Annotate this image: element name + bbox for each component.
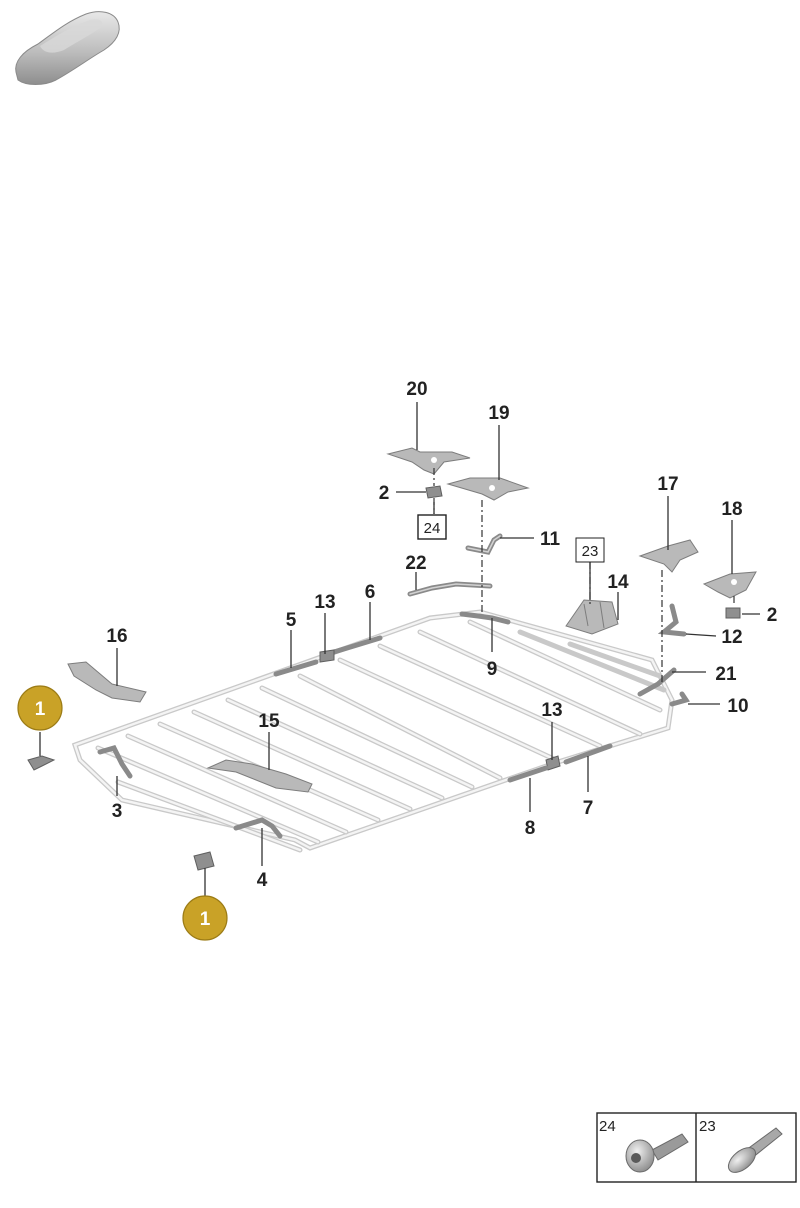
callout-13-upper: 13 [314, 592, 335, 613]
callout-18: 18 [721, 499, 742, 520]
fastener-legend: 24 23 [596, 1112, 797, 1183]
callout-8: 8 [525, 818, 536, 839]
tube-8 [507, 765, 549, 783]
connector-13-upper [319, 649, 335, 663]
flat-head-screw-icon [727, 1127, 783, 1173]
tube-5 [273, 659, 319, 677]
bracket-18 [702, 571, 757, 599]
tube-6 [331, 635, 383, 655]
bracket-14 [565, 599, 619, 635]
badge-1-top-label: 1 [35, 699, 46, 720]
ref-box-23 [575, 537, 605, 563]
badge-1-top: 1 [17, 685, 63, 731]
clip-2-upper [425, 485, 443, 499]
bracket-19 [446, 477, 530, 501]
callout-13-lower: 13 [541, 700, 562, 721]
callout-11: 11 [540, 529, 561, 550]
bracket-17 [638, 539, 699, 573]
panel-16 [67, 661, 147, 703]
callout-10: 10 [727, 696, 748, 717]
ref-24: 24 [424, 520, 441, 537]
callout-2-lower: 2 [767, 605, 778, 626]
callout-7: 7 [583, 798, 594, 819]
pipe-10 [669, 691, 690, 707]
pipe-21 [637, 667, 677, 697]
pipe-12 [657, 603, 687, 637]
pipe-9 [459, 611, 511, 625]
callout-20: 20 [406, 379, 427, 400]
badge-1-bottom-label: 1 [200, 909, 211, 930]
ref-23: 23 [582, 543, 599, 560]
callout-5: 5 [286, 610, 297, 631]
callout-9: 9 [487, 659, 498, 680]
callout-21: 21 [715, 664, 737, 685]
ref-box-24 [417, 514, 447, 540]
legend-label-24: 24 [599, 1118, 616, 1135]
bracket-20-hole [431, 457, 437, 463]
callouts: 20 19 2 24 11 22 23 14 17 18 2 12 21 10 … [106, 379, 777, 891]
callout-2-upper: 2 [379, 483, 390, 504]
legend-label-23: 23 [699, 1118, 716, 1135]
callout-16: 16 [106, 626, 127, 647]
torx-bolt-icon [625, 1133, 689, 1173]
pipe-3 [97, 745, 133, 779]
callout-6: 6 [365, 582, 376, 603]
callout-4: 4 [257, 870, 268, 891]
callout-15: 15 [258, 711, 280, 732]
callout-14: 14 [607, 572, 629, 593]
badge-1-bottom: 1 [182, 895, 228, 941]
callout-22: 22 [405, 553, 426, 574]
fastener-1-left [27, 755, 56, 771]
callout-12: 12 [721, 627, 742, 648]
pipe-4 [233, 817, 283, 839]
tube-7 [563, 743, 613, 765]
clip-2-lower [725, 607, 741, 619]
callout-3: 3 [112, 801, 123, 822]
fastener-1-bottom [193, 851, 215, 871]
callout-19: 19 [488, 403, 509, 424]
bracket-19-hole [489, 485, 495, 491]
bracket-20 [386, 447, 471, 475]
leader-lines [39, 402, 760, 896]
panel-15 [206, 759, 313, 793]
callout-17: 17 [657, 474, 678, 495]
car-silhouette-icon [15, 11, 120, 85]
bracket-18-hole [731, 579, 737, 585]
